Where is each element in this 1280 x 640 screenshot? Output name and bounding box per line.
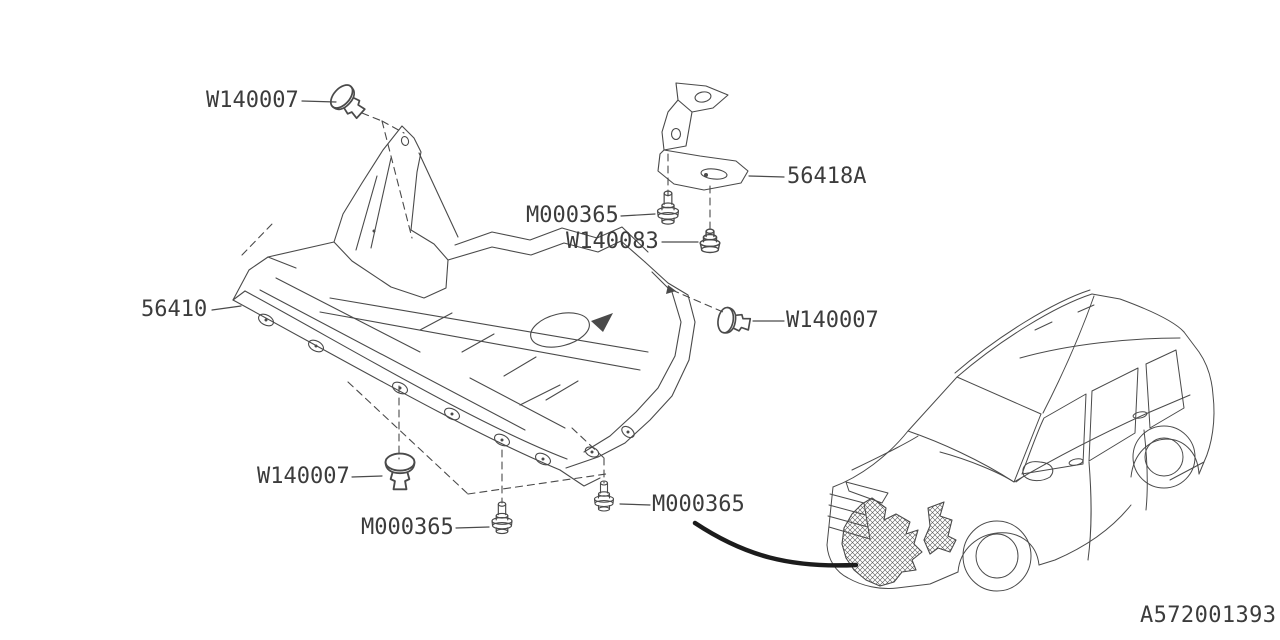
callout-w140007-bottom[interactable]: W140007: [257, 464, 350, 489]
vehicle-location-view: [826, 289, 1215, 592]
fastener-grommet-w140083: [699, 228, 721, 254]
under-cover-56410: [232, 125, 696, 487]
fastener-bolt-upper: [656, 190, 680, 225]
diagram-reference-code: A572001393: [1140, 603, 1277, 628]
callout-m000365-lower-left[interactable]: M000365: [361, 515, 454, 540]
callout-leader-lines: [211, 100, 785, 529]
callout-w140007-top[interactable]: W140007: [206, 88, 299, 113]
fastener-clip-bottom: [384, 452, 416, 491]
bracket-56418a: [657, 82, 749, 191]
callout-w140083[interactable]: W140083: [566, 229, 659, 254]
part-location-hatch: [841, 497, 957, 587]
fastener-clip-right: [715, 305, 753, 338]
hidden-edge-dashed-lines: [241, 112, 724, 504]
callout-m000365-lower-mid[interactable]: M000365: [652, 492, 745, 517]
callout-m000365-upper[interactable]: M000365: [526, 203, 619, 228]
fastener-bolt-lower-left: [491, 501, 513, 535]
callout-w140007-right[interactable]: W140007: [786, 308, 879, 333]
location-arrow-swoosh: [692, 520, 859, 568]
fastener-bolt-lower-mid: [593, 480, 615, 512]
callout-56418a[interactable]: 56418A: [787, 164, 867, 189]
callout-56410[interactable]: 56410: [141, 297, 208, 322]
